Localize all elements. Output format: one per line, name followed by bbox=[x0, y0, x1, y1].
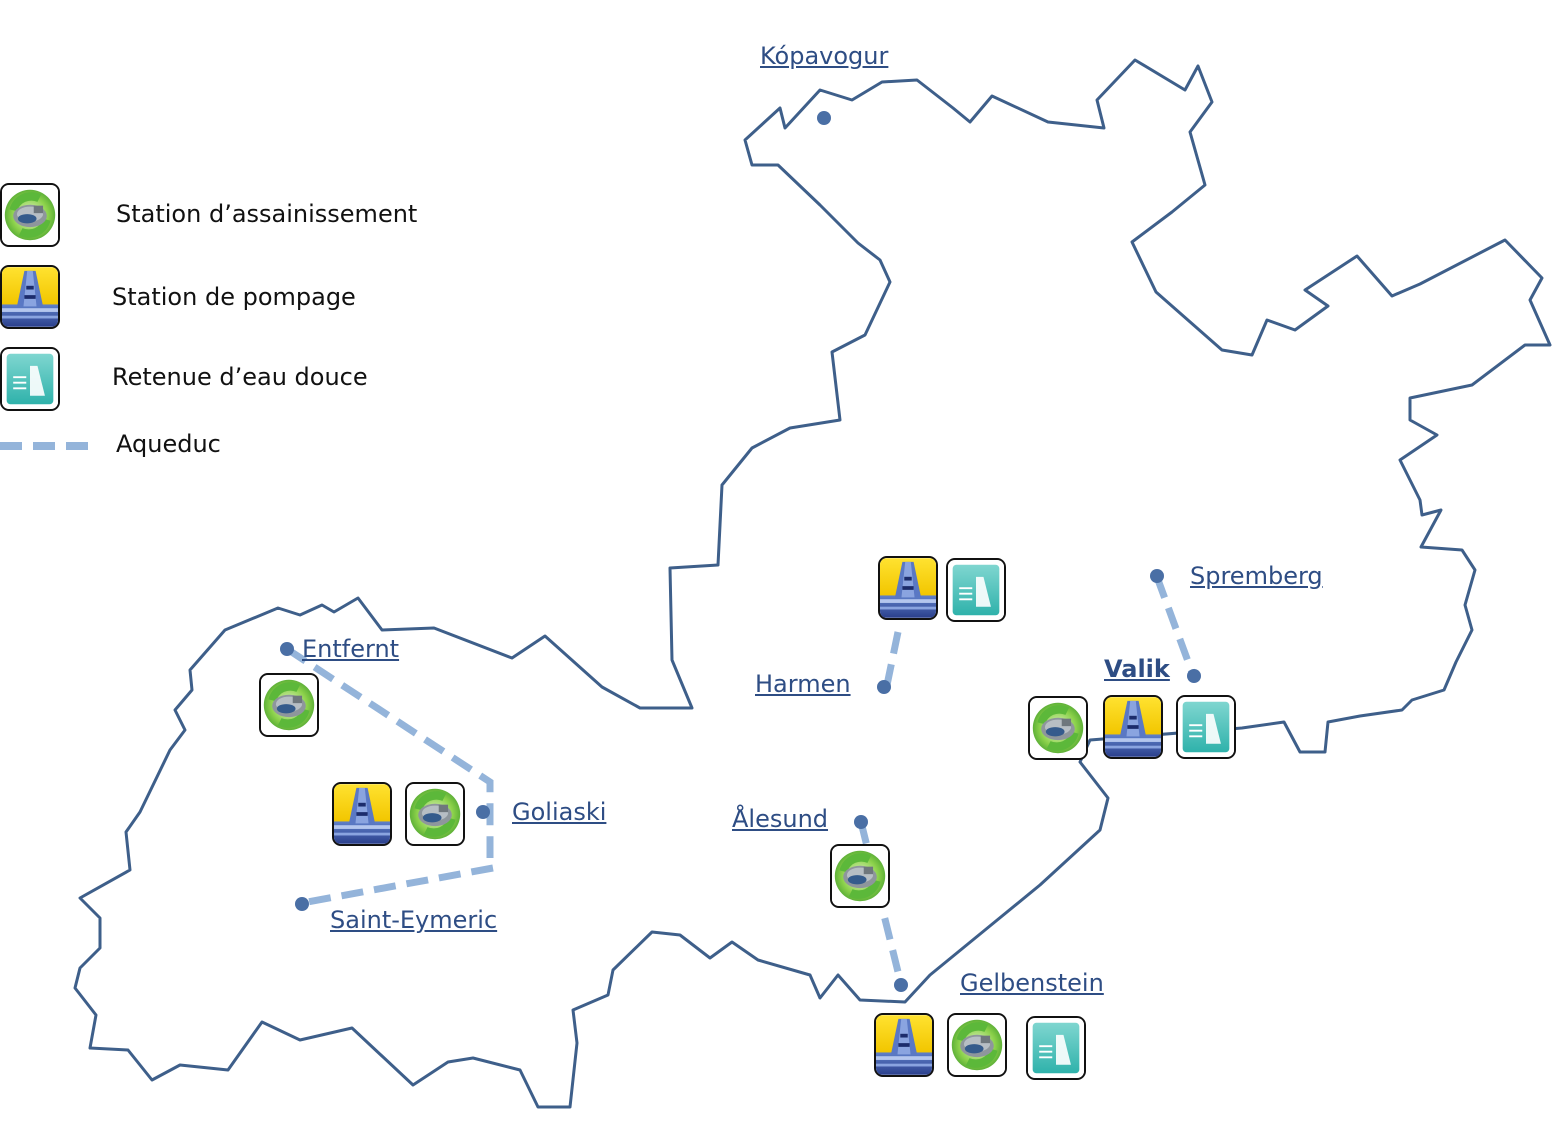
entfernt-sanitation-icon[interactable] bbox=[259, 673, 319, 737]
legend-sanitation-icon bbox=[0, 183, 60, 247]
city-label-kopavogur[interactable]: Kópavogur bbox=[760, 42, 889, 70]
legend-label-pumping: Station de pompage bbox=[112, 283, 356, 311]
legend-pump-icon bbox=[0, 265, 60, 329]
city-label-harmen[interactable]: Harmen bbox=[755, 670, 851, 698]
city-label-gelbenstein[interactable]: Gelbenstein bbox=[960, 969, 1104, 997]
aqueduct-harmen bbox=[883, 631, 902, 686]
city-dot-entfernt[interactable] bbox=[280, 642, 294, 656]
aqueduct-goliaski-saint-eymeric bbox=[301, 864, 494, 907]
alesund-sanitation-icon[interactable] bbox=[830, 844, 890, 908]
legend-label-sanitation: Station d’assainissement bbox=[116, 200, 418, 228]
city-label-entfernt[interactable]: Entfernt bbox=[302, 635, 400, 663]
harmen-pump-icon[interactable] bbox=[878, 556, 938, 620]
city-dot-alesund[interactable] bbox=[854, 815, 868, 829]
goliaski-sanitation-icon[interactable] bbox=[405, 782, 465, 846]
harmen-reservoir-icon[interactable] bbox=[946, 558, 1006, 622]
region-border bbox=[73, 58, 1552, 1109]
legend-label-aqueduct: Aqueduc bbox=[116, 430, 221, 458]
gelbenstein-reservoir-icon[interactable] bbox=[1026, 1016, 1086, 1080]
aqueduct-entfernt-goliaski bbox=[285, 646, 494, 858]
valik-sanitation-icon[interactable] bbox=[1028, 696, 1088, 760]
city-dot-harmen[interactable] bbox=[877, 680, 891, 694]
city-label-alesund[interactable]: Ålesund bbox=[732, 805, 829, 833]
gelbenstein-sanitation-icon[interactable] bbox=[947, 1013, 1007, 1077]
city-dot-valik[interactable] bbox=[1187, 669, 1201, 683]
aqueduct-spremberg-valik bbox=[1153, 575, 1197, 677]
valik-pump-icon[interactable] bbox=[1103, 695, 1163, 759]
city-label-saint-eymeric[interactable]: Saint-Eymeric bbox=[330, 906, 498, 934]
goliaski-pump-icon[interactable] bbox=[332, 782, 392, 846]
city-label-valik[interactable]: Valik bbox=[1104, 655, 1170, 683]
city-label-spremberg[interactable]: Spremberg bbox=[1190, 562, 1323, 590]
legend-label-reservoir: Retenue d’eau douce bbox=[112, 363, 368, 391]
city-dot-spremberg[interactable] bbox=[1150, 569, 1164, 583]
legend-reservoir-icon bbox=[0, 347, 60, 411]
city-label-goliaski[interactable]: Goliaski bbox=[512, 798, 607, 826]
city-dot-gelbenstein[interactable] bbox=[894, 978, 908, 992]
city-dot-kopavogur[interactable] bbox=[817, 111, 831, 125]
valik-reservoir-icon[interactable] bbox=[1176, 695, 1236, 759]
city-dot-goliaski[interactable] bbox=[476, 805, 490, 819]
gelbenstein-pump-icon[interactable] bbox=[874, 1013, 934, 1077]
city-dot-saint-eymeric[interactable] bbox=[295, 897, 309, 911]
